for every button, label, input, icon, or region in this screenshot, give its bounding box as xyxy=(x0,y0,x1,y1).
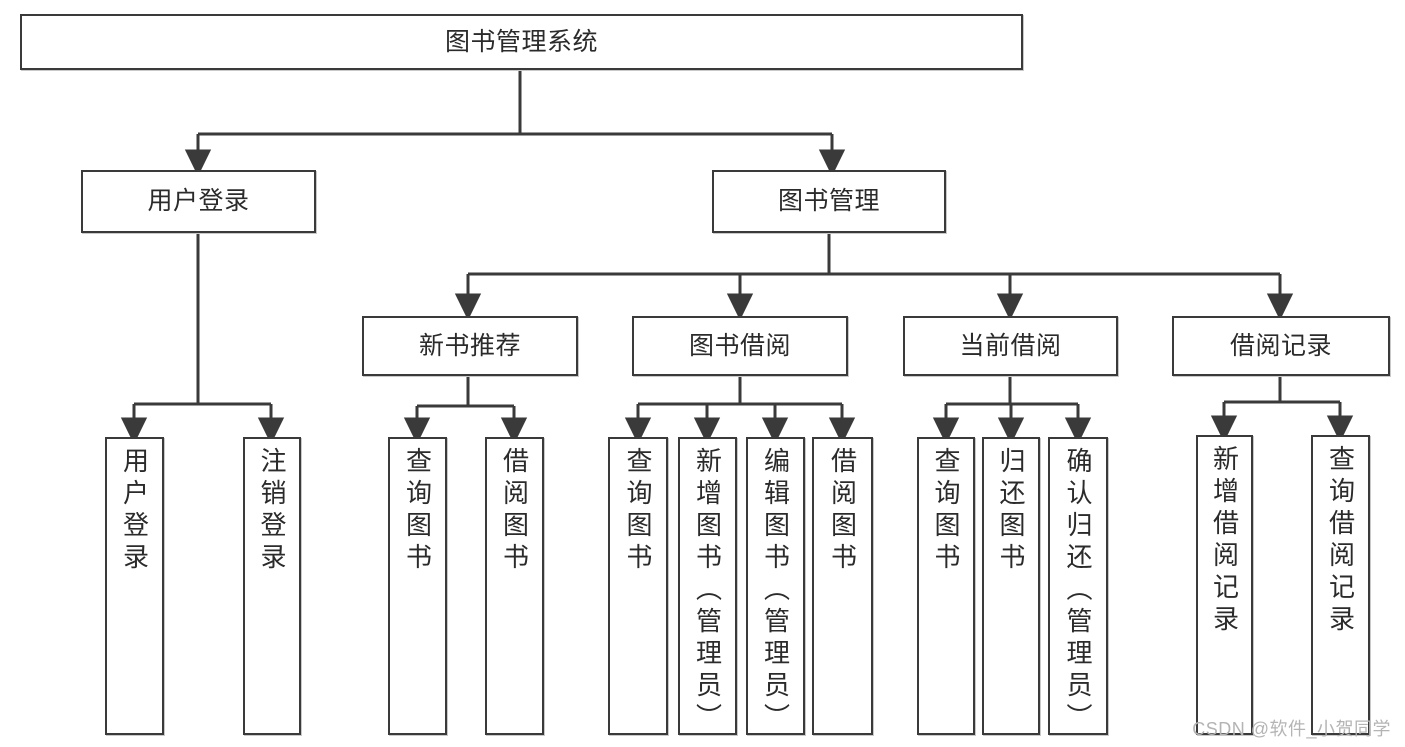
node-current-borrow[interactable]: 当前借阅 xyxy=(903,316,1118,376)
node-user-login-label: 用户登录 xyxy=(147,187,250,216)
node-current-borrow-label: 当前借阅 xyxy=(959,331,1062,360)
node-leaf-edit-book[interactable]: 编辑图书（管理员） xyxy=(746,437,805,735)
node-leaf-add-record-label: 新增借阅记录 xyxy=(1209,445,1240,637)
node-book-borrow-label: 图书借阅 xyxy=(688,331,791,360)
node-borrow-record-label: 借阅记录 xyxy=(1229,331,1332,360)
csdn-watermark: CSDN @软件_小贺同学 xyxy=(1192,719,1391,739)
node-leaf-confirm-return[interactable]: 确认归还（管理员） xyxy=(1048,437,1108,735)
node-leaf-add-record[interactable]: 新增借阅记录 xyxy=(1196,435,1253,735)
node-leaf-return-book-label: 归还图书 xyxy=(996,447,1026,575)
node-leaf-user-login-label: 用户登录 xyxy=(119,447,150,575)
node-leaf-borrow-book-1[interactable]: 借阅图书 xyxy=(485,437,544,735)
node-leaf-query-record[interactable]: 查询借阅记录 xyxy=(1311,435,1370,735)
node-leaf-borrow-book-2[interactable]: 借阅图书 xyxy=(812,437,873,735)
node-leaf-borrow-book-1-label: 借阅图书 xyxy=(499,447,530,575)
node-book-manage[interactable]: 图书管理 xyxy=(712,170,946,233)
node-leaf-user-logout[interactable]: 注销登录 xyxy=(243,437,301,735)
node-root[interactable]: 图书管理系统 xyxy=(20,14,1023,70)
node-leaf-user-logout-label: 注销登录 xyxy=(257,447,287,575)
node-root-label: 图书管理系统 xyxy=(444,27,598,56)
node-leaf-query-book-2-label: 查询图书 xyxy=(623,447,653,575)
node-book-manage-label: 图书管理 xyxy=(777,187,880,216)
node-leaf-query-book-1-label: 查询图书 xyxy=(402,447,433,575)
node-leaf-query-book-2[interactable]: 查询图书 xyxy=(608,437,668,735)
node-book-borrow[interactable]: 图书借阅 xyxy=(632,316,848,376)
node-borrow-record[interactable]: 借阅记录 xyxy=(1172,316,1390,376)
node-leaf-add-book[interactable]: 新增图书（管理员） xyxy=(678,437,737,735)
node-new-book-rec-label: 新书推荐 xyxy=(418,331,521,360)
node-leaf-return-book[interactable]: 归还图书 xyxy=(982,437,1040,735)
node-leaf-query-record-label: 查询借阅记录 xyxy=(1325,445,1356,637)
node-leaf-edit-book-label: 编辑图书（管理员） xyxy=(760,447,791,735)
node-leaf-user-login[interactable]: 用户登录 xyxy=(105,437,164,735)
node-leaf-query-book-1[interactable]: 查询图书 xyxy=(388,437,447,735)
node-leaf-query-book-3[interactable]: 查询图书 xyxy=(917,437,975,735)
node-leaf-query-book-3-label: 查询图书 xyxy=(931,447,961,575)
node-leaf-borrow-book-2-label: 借阅图书 xyxy=(827,447,858,575)
node-leaf-add-book-label: 新增图书（管理员） xyxy=(692,447,723,735)
node-new-book-rec[interactable]: 新书推荐 xyxy=(362,316,578,376)
node-leaf-confirm-return-label: 确认归还（管理员） xyxy=(1063,447,1093,735)
node-user-login[interactable]: 用户登录 xyxy=(81,170,316,233)
